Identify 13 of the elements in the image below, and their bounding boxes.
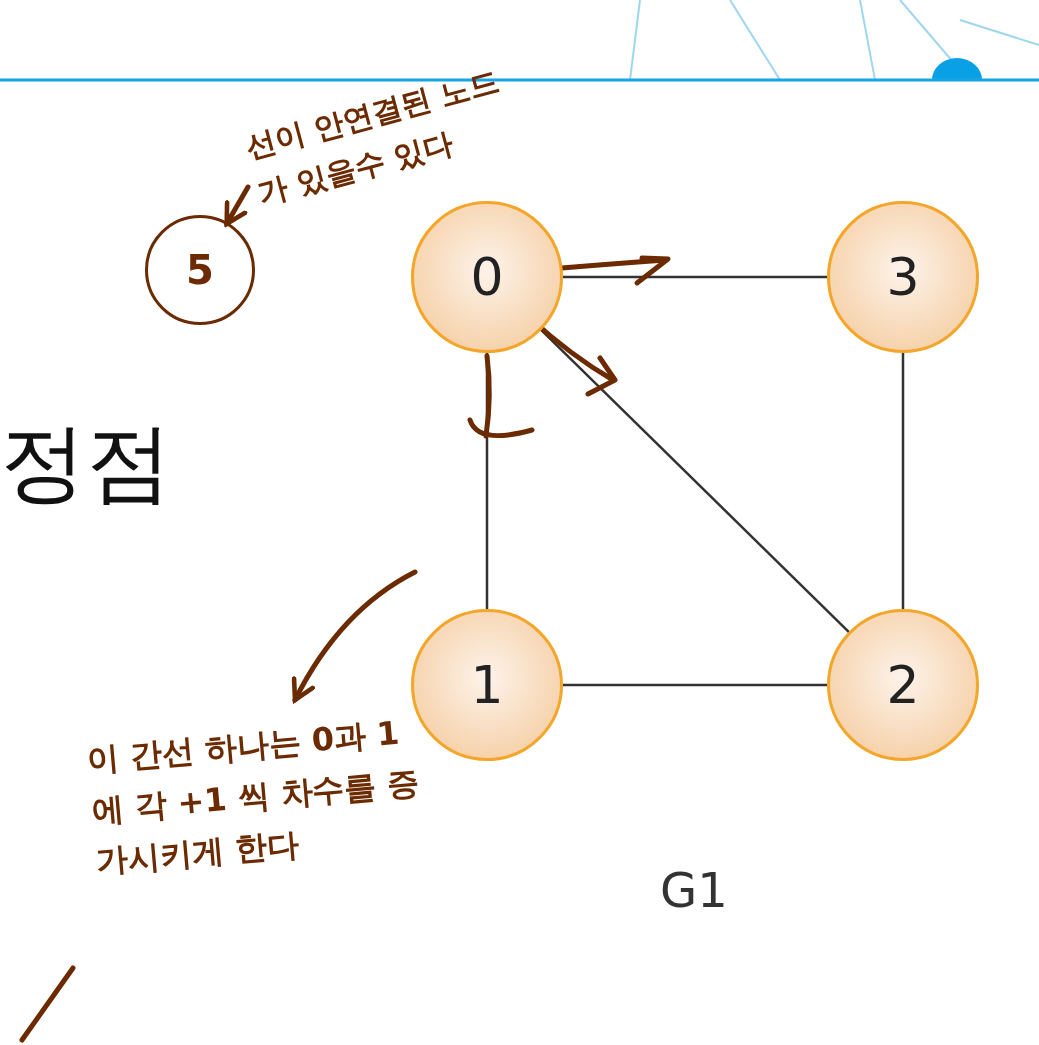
handwritten-circle: 5 — [145, 215, 255, 325]
vertex-circle: 0 — [411, 201, 563, 353]
vertex-circle: 3 — [827, 201, 979, 353]
graph-edge — [561, 683, 829, 687]
graph-edge — [561, 275, 829, 279]
vertex-circle: 1 — [411, 609, 563, 761]
leader-arrow — [292, 569, 418, 703]
vertex-circle: 2 — [827, 609, 979, 761]
graph-edge — [901, 351, 905, 611]
heading-text: 정점 — [0, 411, 172, 514]
graph-edge — [540, 328, 850, 634]
leader-arrow — [224, 184, 251, 227]
graph-label: G1 — [660, 862, 728, 918]
